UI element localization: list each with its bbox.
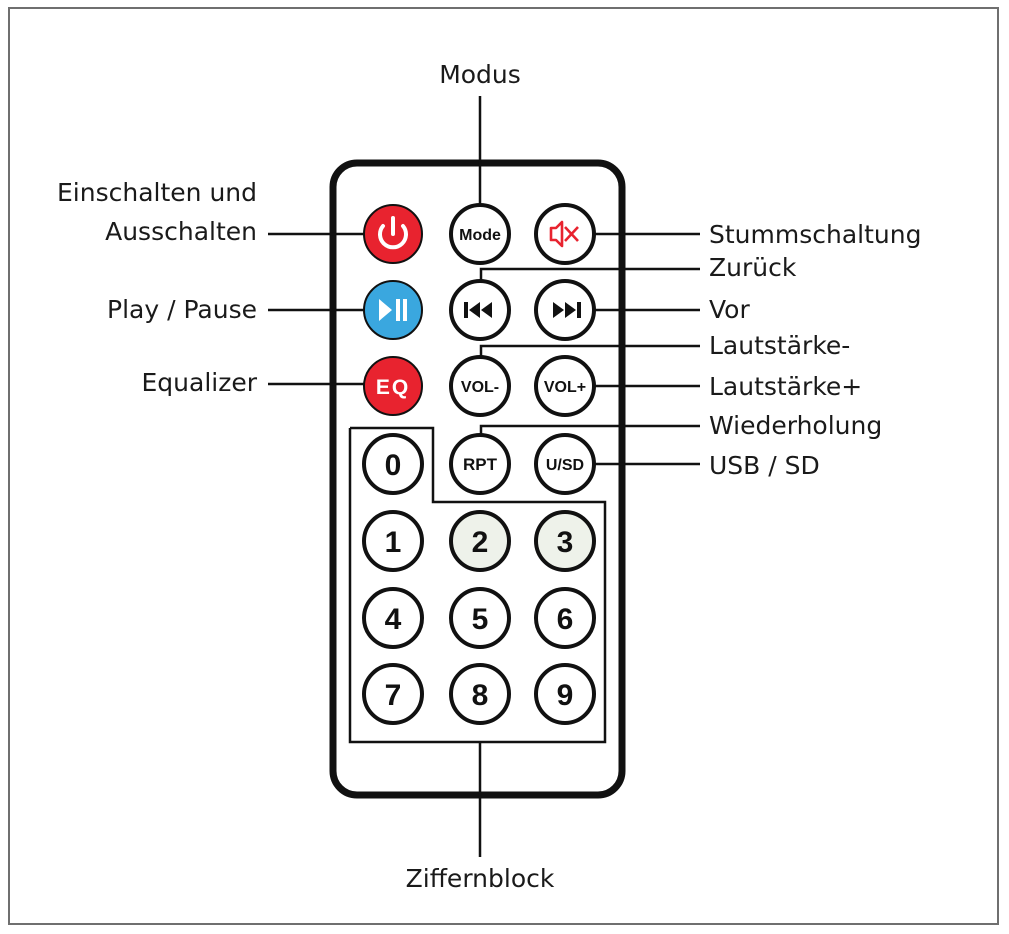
repeat-button-label: RPT [463, 455, 498, 474]
digit-1-label: 1 [385, 526, 402, 559]
label-power-line2: Ausschalten [105, 217, 257, 246]
label-vol-down: Lautstärke- [709, 331, 850, 360]
digit-4-label: 4 [385, 603, 402, 636]
mute-button[interactable] [534, 203, 596, 265]
digit-3-button[interactable]: 3 [534, 510, 596, 572]
prev-button[interactable] [449, 279, 511, 341]
play-pause-icon [379, 299, 407, 321]
digit-6-button[interactable]: 6 [534, 587, 596, 649]
digit-2-label: 2 [472, 526, 489, 559]
digit-4-button[interactable]: 4 [362, 587, 424, 649]
label-power-line1: Einschalten und [57, 178, 257, 207]
digit-7-label: 7 [385, 679, 402, 712]
next-button[interactable] [534, 279, 596, 341]
eq-button-label: EQ [376, 376, 410, 399]
mode-button-label: Mode [459, 227, 501, 244]
digit-9-button[interactable]: 9 [534, 663, 596, 725]
usb-sd-button[interactable]: U/SD [534, 433, 596, 495]
digit-1-button[interactable]: 1 [362, 510, 424, 572]
power-icon [378, 216, 408, 250]
label-repeat: Wiederholung [709, 411, 882, 440]
digit-2-button[interactable]: 2 [449, 510, 511, 572]
power-button[interactable] [363, 204, 423, 264]
label-equalizer: Equalizer [141, 368, 257, 397]
label-numpad: Ziffernblock [406, 864, 555, 893]
vol-down-button[interactable]: VOL- [449, 355, 511, 417]
outer-frame [8, 7, 999, 925]
label-vol-up: Lautstärke+ [709, 372, 862, 401]
digit-0-label: 0 [385, 449, 402, 482]
play-pause-button[interactable] [363, 280, 423, 340]
repeat-button[interactable]: RPT [449, 433, 511, 495]
digit-6-label: 6 [557, 603, 574, 636]
eq-button[interactable]: EQ [363, 356, 423, 416]
label-usb-sd: USB / SD [709, 451, 820, 480]
speaker-mute-icon [549, 220, 579, 248]
digit-3-label: 3 [557, 526, 574, 559]
vol-up-button-label: VOL+ [544, 379, 586, 396]
numpad-outline [348, 426, 607, 744]
digit-8-label: 8 [472, 679, 489, 712]
digit-0-button[interactable]: 0 [362, 433, 424, 495]
skip-previous-icon [464, 302, 492, 318]
usb-sd-button-label: U/SD [546, 457, 584, 474]
vol-down-button-label: VOL- [461, 379, 499, 396]
label-next: Vor [709, 295, 750, 324]
label-mute: Stummschaltung [709, 220, 921, 249]
digit-5-label: 5 [472, 603, 489, 636]
skip-next-icon [553, 302, 581, 318]
digit-7-button[interactable]: 7 [362, 663, 424, 725]
label-prev: Zurück [709, 253, 797, 282]
mode-button[interactable]: Mode [449, 203, 511, 265]
digit-9-label: 9 [557, 679, 574, 712]
digit-8-button[interactable]: 8 [449, 663, 511, 725]
label-play-pause: Play / Pause [107, 295, 257, 324]
digit-5-button[interactable]: 5 [449, 587, 511, 649]
vol-up-button[interactable]: VOL+ [534, 355, 596, 417]
label-modus: Modus [439, 60, 521, 89]
